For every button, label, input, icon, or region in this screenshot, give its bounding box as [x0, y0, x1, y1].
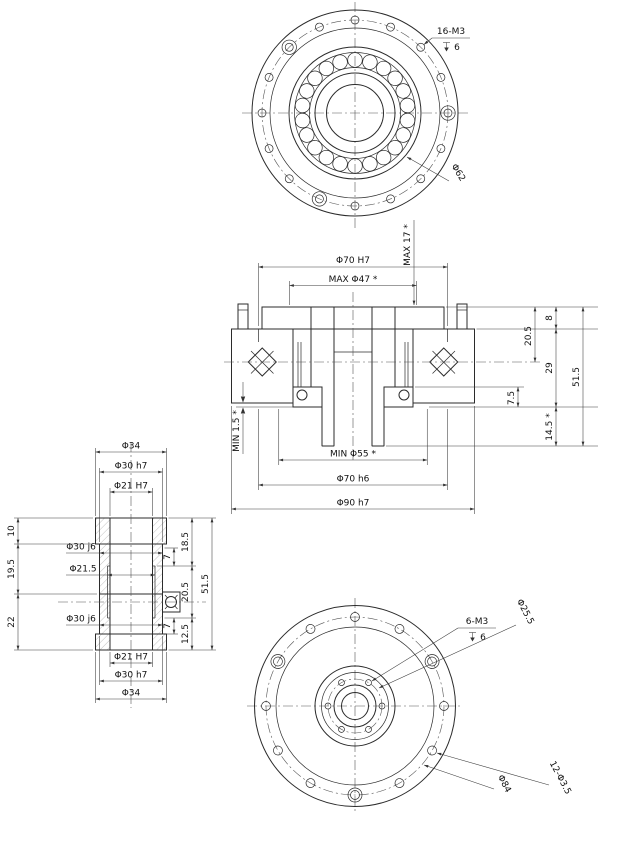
hub-outer-circle — [314, 665, 396, 747]
dim-dia30h7-bottom: Φ30 h7 — [115, 671, 148, 681]
dim-dia34-bottom: Φ34 — [122, 689, 141, 699]
thread-callout-16M3: 16-M3 6 — [423, 27, 470, 53]
dim-dia21H7-bottom: Φ21 H7 — [114, 653, 148, 663]
dim-14-5: 14.5 * — [545, 413, 555, 441]
bore-circle — [326, 84, 384, 142]
thread-callout-label: 16-M3 — [437, 27, 465, 37]
depth-symbol-icon — [469, 632, 476, 642]
section-view: Φ70 H7 MAX Φ47 * MAX 17 * 20.5 8 29 14.5… — [224, 220, 598, 514]
dim-dia21H7-top: Φ21 H7 — [114, 482, 148, 492]
bolt-circle — [261, 19, 449, 207]
hub-circle — [314, 72, 396, 154]
bolt-circle-label: Φ84 — [495, 774, 513, 795]
hub-step-circle — [321, 672, 389, 740]
side-view: Φ34 Φ30 h7 Φ21 H7 Φ30 j6 Φ21.5 Φ30 j6 Φ2… — [7, 442, 216, 708]
bolt-right — [456, 303, 468, 330]
dim-dia70h6: Φ70 h6 — [337, 475, 370, 485]
dim-max-depth17: MAX 17 * — [403, 224, 413, 266]
holes-callout-label: 12-Φ3.5 — [547, 760, 573, 797]
depth-symbol-icon — [443, 42, 450, 52]
dim-min-clearance: MIN 1.5 * — [232, 410, 242, 452]
dim-29: 29 — [545, 362, 555, 374]
side-view-hatching — [95, 518, 167, 650]
dim-dia90h7: Φ90 h7 — [337, 499, 370, 509]
flange-inner-circle — [269, 27, 441, 199]
dim-8: 8 — [545, 315, 555, 321]
center-recess-circle — [333, 684, 377, 728]
dim-max-dia47: MAX Φ47 * — [329, 275, 378, 285]
pitch-circle-label: Φ25.5 — [514, 598, 536, 627]
dim-22: 22 — [7, 616, 17, 627]
dim-20-5-side: 20.5 — [181, 582, 191, 602]
dim-18-5: 18.5 — [181, 532, 191, 552]
bolt-circle-84 — [265, 616, 445, 796]
outer-circle — [254, 605, 456, 807]
dim-10: 10 — [7, 525, 17, 537]
center-bore-circle — [341, 692, 369, 720]
bolt-circle-callout: Φ84 — [423, 764, 513, 795]
dim-dia21-5: Φ21.5 — [69, 565, 96, 575]
bearing-od-callout: Φ62 — [406, 156, 467, 183]
bearing-od-label: Φ62 — [449, 162, 467, 183]
dim-12-5: 12.5 — [181, 624, 191, 644]
dim-dia30j6-lower: Φ30 j6 — [66, 615, 96, 625]
ball-bearing-left — [296, 389, 308, 401]
thread-depth-value: 6 — [480, 633, 486, 643]
dim-dia34-top: Φ34 — [122, 442, 141, 452]
top-view: 16-M3 6 Φ62 — [242, 2, 470, 228]
top-plate-left-section — [261, 306, 312, 330]
flange-step-circle — [275, 626, 435, 786]
dim-20-5: 20.5 — [524, 326, 534, 346]
dim-min-dia55: MIN Φ55 * — [330, 450, 376, 460]
thread-callout-label: 6-M3 — [466, 617, 488, 627]
output-flange-left-outline — [292, 386, 323, 408]
dim-dia70H7: Φ70 H7 — [336, 256, 370, 266]
output-flange-right-outline — [383, 386, 414, 408]
top-plate-right-section — [394, 306, 445, 330]
ball-bearing-right — [398, 389, 410, 401]
pitch-circle-25-5 — [327, 678, 383, 734]
thread-depth-value: 6 — [454, 43, 460, 53]
bearing-outer-race — [288, 46, 422, 180]
outer-diameter-circle — [251, 9, 459, 217]
dim-7-lower: 7 — [163, 623, 173, 629]
dim-7-upper: 7 — [163, 554, 173, 560]
bolt-left — [237, 303, 249, 330]
dim-dia30j6-upper: Φ30 j6 — [66, 543, 96, 553]
bottom-view: 6-M3 6 Φ25.5 12-Φ3.5 Φ84 — [247, 598, 573, 814]
thread-callout-6M3: 6-M3 6 — [371, 617, 496, 682]
dim-51-5: 51.5 — [572, 367, 582, 387]
dim-7-5: 7.5 — [507, 391, 517, 405]
dim-19-5: 19.5 — [7, 559, 17, 579]
dim-51-5-side: 51.5 — [201, 574, 211, 594]
dim-dia30h7-top: Φ30 h7 — [115, 462, 148, 472]
